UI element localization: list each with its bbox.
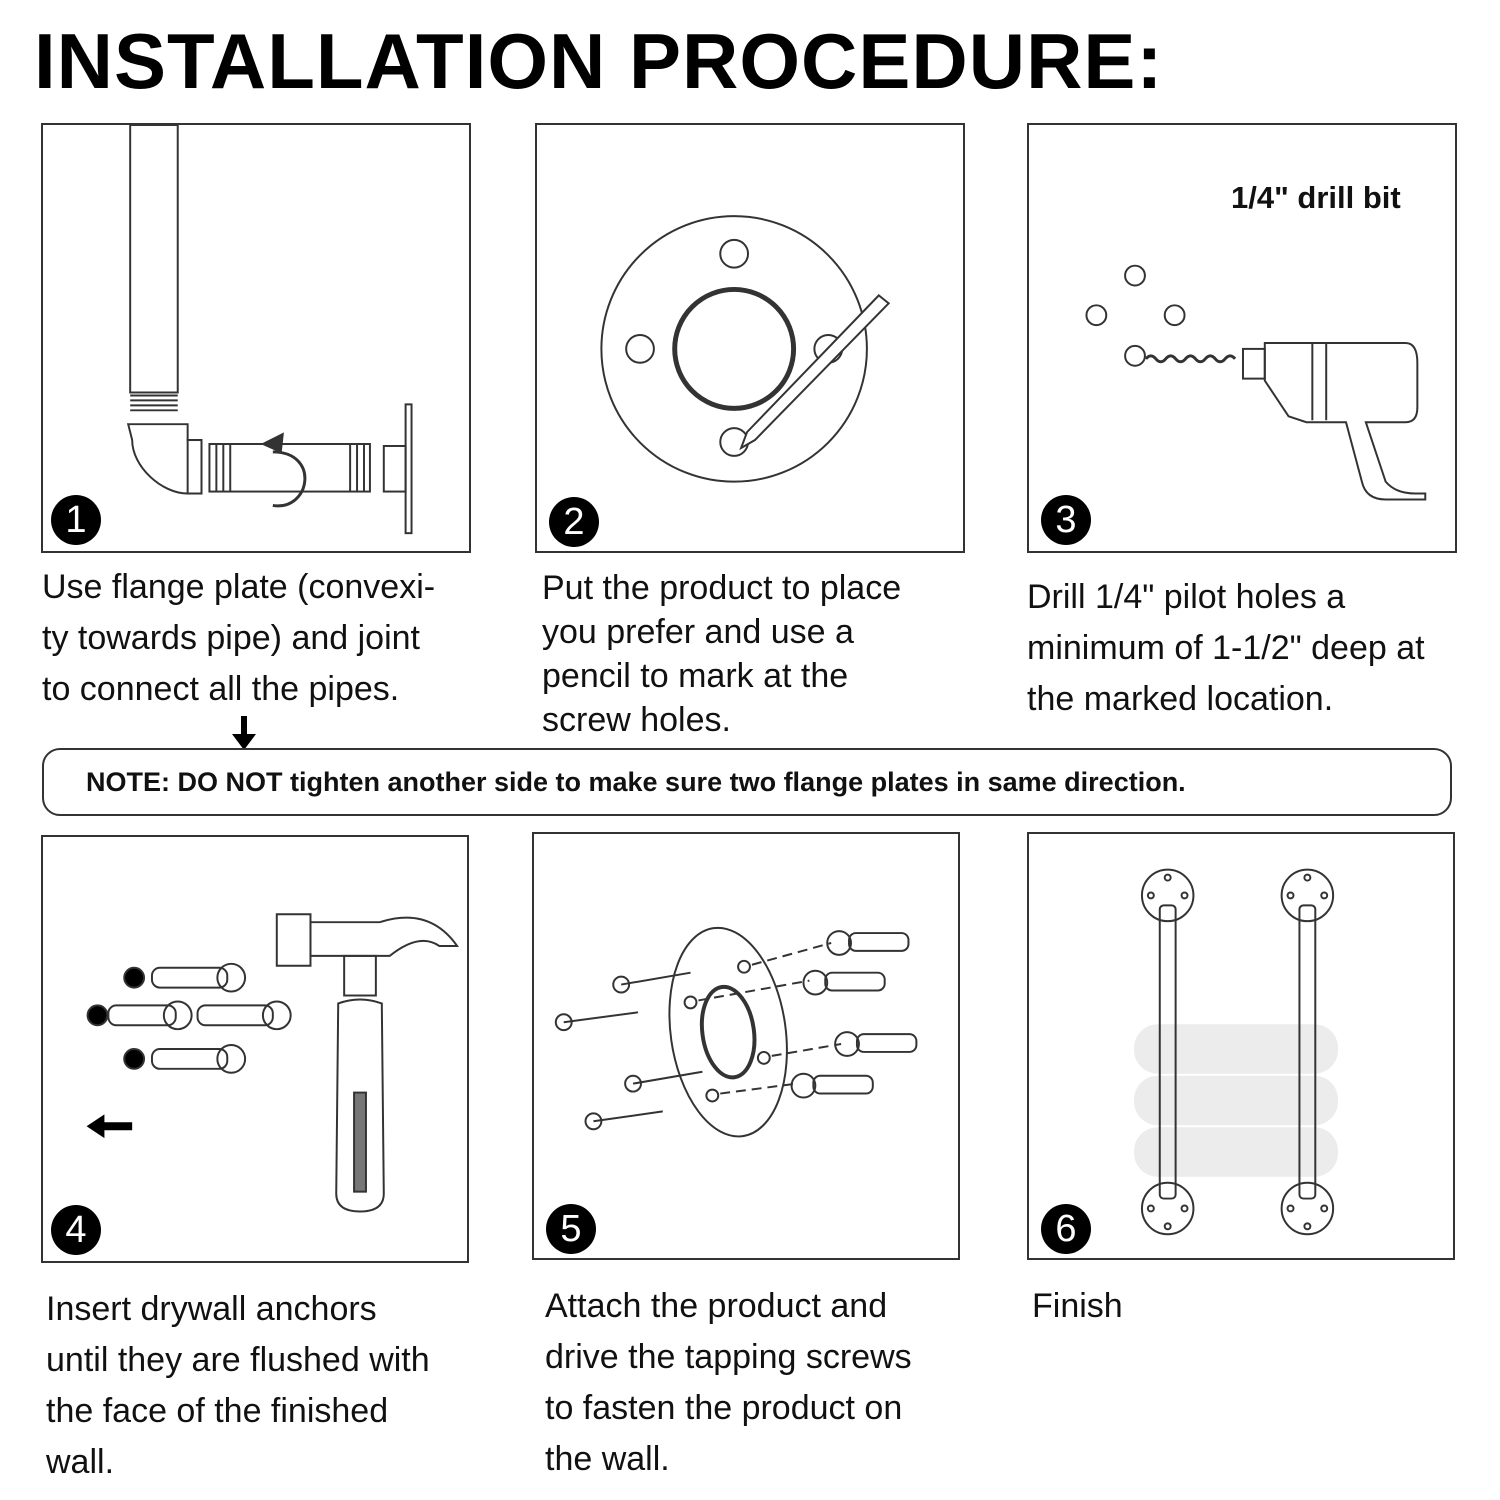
towel-bar-icon xyxy=(1134,868,1339,1236)
page-title: INSTALLATION PROCEDURE: xyxy=(34,17,1164,105)
step-6-badge: 6 xyxy=(1041,1204,1091,1254)
step-4-description: Insert drywall anchors until they are fl… xyxy=(46,1290,430,1481)
drill-bit-label: 1/4" drill bit xyxy=(1231,180,1401,215)
step-2-description: Put the product to place you prefer and … xyxy=(542,569,902,739)
step-4-badge: 4 xyxy=(51,1205,101,1255)
pipe-assembly-icon xyxy=(126,125,413,535)
arrow-down-icon xyxy=(232,716,256,750)
step-3-panel: 1/4" drill bit 3 xyxy=(1027,123,1457,553)
step-1-panel: 1 xyxy=(41,123,471,553)
step-2-badge: 2 xyxy=(549,497,599,547)
step-6-panel: 6 xyxy=(1027,832,1455,1260)
step-6-description: Finish xyxy=(1032,1287,1123,1325)
note-box: NOTE: DO NOT tighten another side to mak… xyxy=(42,748,1452,816)
step-2-panel: 2 xyxy=(535,123,965,553)
drill-icon xyxy=(1085,264,1427,501)
hammer-anchor-icon xyxy=(86,913,459,1213)
screws-flange-icon xyxy=(554,926,918,1138)
flange-pencil-icon xyxy=(600,215,891,483)
step-1-badge: 1 xyxy=(51,495,101,545)
step-4-panel: 4 xyxy=(41,835,469,1263)
step-5-badge: 5 xyxy=(546,1204,596,1254)
step-5-description: Attach the product and drive the tapping… xyxy=(545,1287,912,1478)
step-5-panel: 5 xyxy=(532,832,960,1260)
step-1-description: Use flange plate (convexi- ty towards pi… xyxy=(42,568,436,708)
step-3-badge: 3 xyxy=(1041,495,1091,545)
step-3-description: Drill 1/4" pilot holes a minimum of 1-1/… xyxy=(1027,578,1425,718)
